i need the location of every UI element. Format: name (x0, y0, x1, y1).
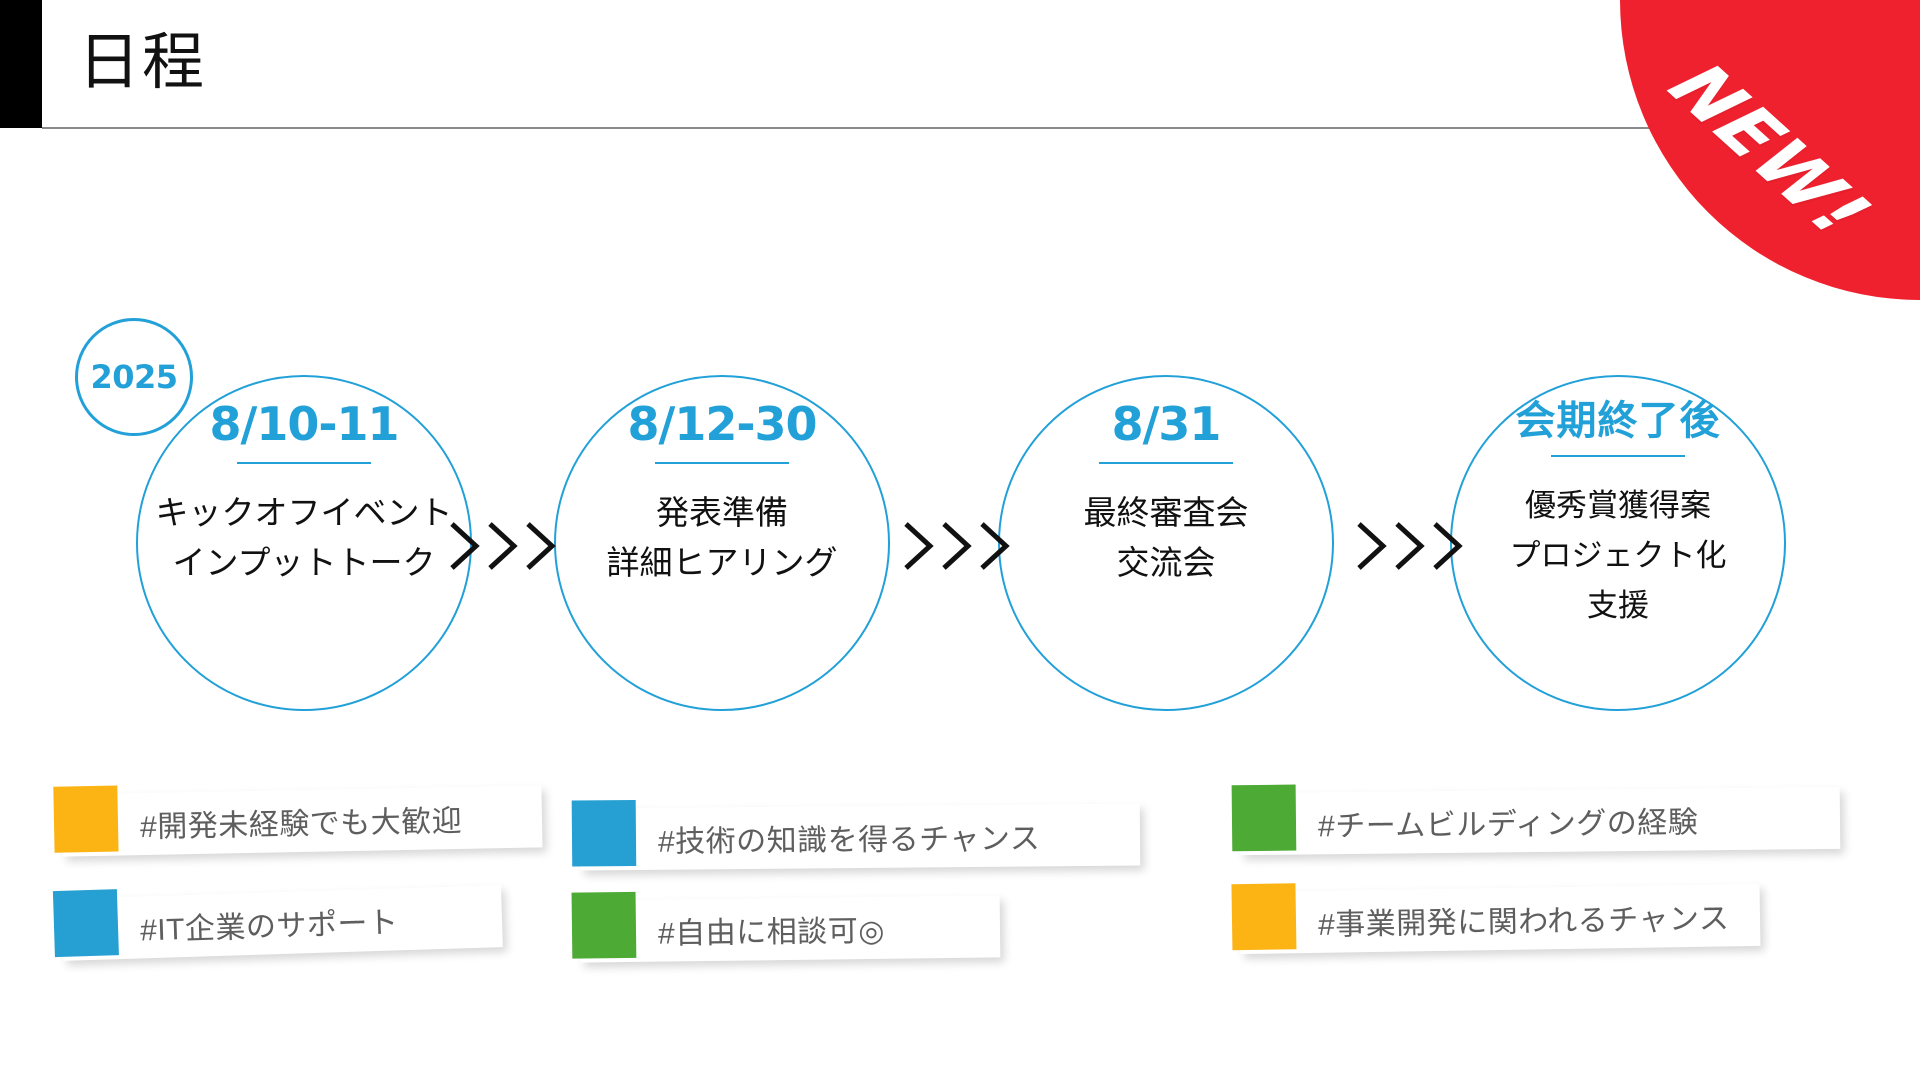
tag-label: #チームビルディングの経験 (1317, 806, 1699, 844)
timeline-step-1-line-1: キックオフイベント (155, 493, 453, 531)
timeline-step-1-divider (237, 461, 371, 464)
timeline-step-3-body: 最終審査会 交流会 (1084, 488, 1249, 588)
timeline-step-4-body: 優秀賞獲得案 プロジェクト化 支援 (1510, 481, 1727, 631)
tag-label: #開発未経験でも大歓迎 (139, 804, 463, 845)
page-header: 日程 (0, 0, 1920, 130)
timeline-step-2-date: 8/12-30 (627, 397, 818, 451)
timeline-step-3-date: 8/31 (1111, 397, 1222, 451)
year-badge: 2025 (75, 318, 193, 436)
timeline-step-2[interactable]: 8/12-30 発表準備 詳細ヒアリング (554, 375, 890, 711)
timeline-connector-1 (446, 518, 564, 574)
triple-chevron-right-icon (1357, 522, 1463, 570)
timeline-step-4-divider (1551, 455, 1685, 457)
timeline-step-4[interactable]: 会期終了後 優秀賞獲得案 プロジェクト化 支援 (1450, 375, 1786, 711)
timeline-step-4-line-2: プロジェクト化 (1509, 538, 1727, 573)
tag-card[interactable]: #技術の知識を得るチャンス (571, 799, 1141, 871)
tag-card[interactable]: #開発未経験でも大歓迎 (53, 785, 543, 857)
timeline-step-2-body: 発表準備 詳細ヒアリング (607, 488, 838, 588)
orange-swatch (53, 785, 119, 853)
timeline-step-3[interactable]: 8/31 最終審査会 交流会 (998, 375, 1334, 711)
tag-card[interactable]: #自由に相談可◎ (571, 891, 1001, 963)
tag-label: #技術の知識を得るチャンス (657, 822, 1041, 859)
timeline-step-1[interactable]: 8/10-11 キックオフイベント インプットトーク (136, 375, 472, 711)
tag-list: #開発未経験でも大歓迎 #技術の知識を得るチャンス #チームビルディングの経験 … (0, 770, 1920, 1030)
triple-chevron-right-icon (904, 522, 1010, 570)
timeline-connector-3 (1353, 518, 1471, 574)
tag-label: #自由に相談可◎ (657, 914, 886, 951)
orange-swatch (1231, 883, 1297, 951)
blue-swatch (571, 799, 637, 867)
timeline-step-2-line-2: 詳細ヒアリング (606, 543, 838, 581)
header-accent-bar (0, 0, 42, 128)
timeline-step-4-date: 会期終了後 (1515, 399, 1721, 443)
timeline-step-4-line-1: 優秀賞獲得案 (1525, 488, 1711, 523)
tag-card[interactable]: #IT企業のサポート (52, 885, 503, 961)
blue-swatch (52, 889, 119, 958)
green-swatch (571, 891, 637, 959)
timeline-step-1-line-2: インプットトーク (172, 543, 436, 581)
triple-chevron-right-icon (450, 522, 556, 570)
page-title: 日程 (78, 28, 207, 97)
timeline-step-3-divider (1099, 461, 1233, 464)
timeline-connector-2 (900, 518, 1018, 574)
timeline-step-4-line-3: 支援 (1587, 588, 1649, 623)
new-corner-badge: NEW! (1620, 0, 1920, 300)
timeline-step-1-date: 8/10-11 (209, 397, 400, 451)
timeline-step-2-line-1: 発表準備 (656, 493, 788, 531)
tag-card[interactable]: #事業開発に関われるチャンス (1231, 883, 1761, 955)
tag-card[interactable]: #チームビルディングの経験 (1231, 784, 1841, 856)
tag-label: #事業開発に関われるチャンス (1317, 902, 1730, 942)
header-divider-rule (42, 127, 1920, 129)
timeline-step-3-line-2: 交流会 (1116, 543, 1216, 581)
green-swatch (1231, 784, 1297, 852)
year-badge-label: 2025 (90, 358, 178, 396)
timeline-step-3-line-1: 最終審査会 (1083, 493, 1249, 531)
timeline-step-2-divider (655, 461, 789, 464)
tag-label: #IT企業のサポート (139, 906, 399, 948)
timeline-step-1-body: キックオフイベント インプットトーク (156, 488, 453, 588)
